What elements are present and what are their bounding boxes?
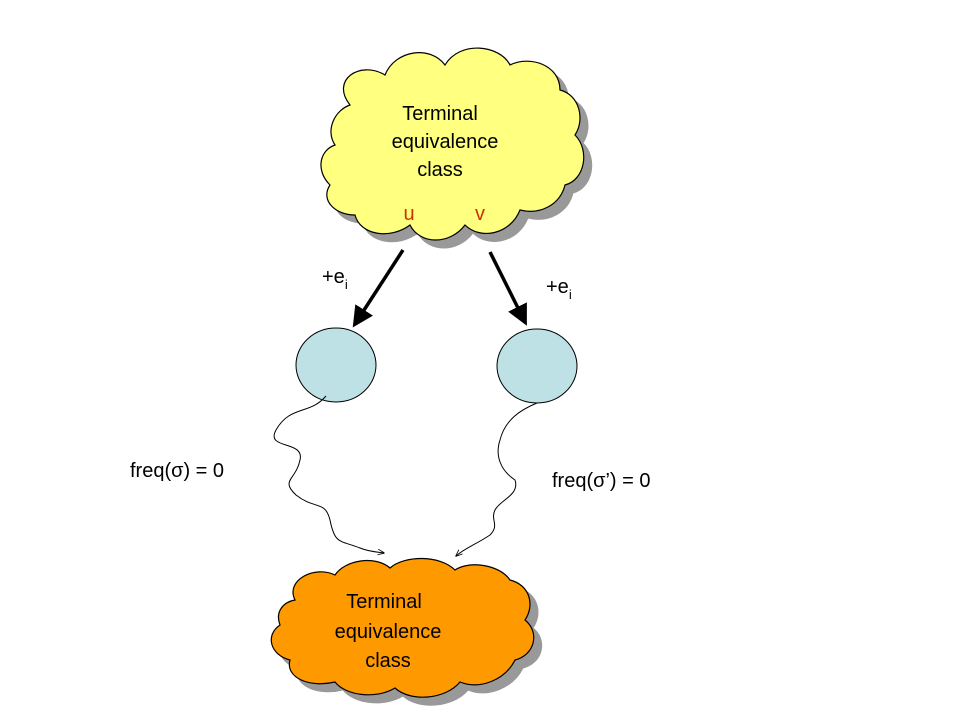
top-cloud-line-3: class	[417, 159, 463, 181]
node-v-label: v	[475, 203, 485, 225]
bottom-cloud: Terminal equivalence class	[270, 557, 543, 706]
top-cloud: Terminal equivalence class u v	[320, 47, 593, 249]
path-right-wavy	[456, 402, 538, 556]
bottom-cloud-line-2: equivalence	[335, 621, 442, 643]
edge-left-label: +ei	[322, 266, 348, 292]
edge-right-label: +ei	[546, 276, 572, 302]
path-left-wavy	[273, 395, 384, 553]
freq-left-label: freq(σ) = 0	[130, 460, 224, 482]
top-cloud-line-2: equivalence	[392, 131, 499, 153]
node-left	[295, 327, 377, 403]
freq-right-label: freq(σ’) = 0	[552, 470, 651, 492]
edge-left-arrow	[352, 249, 405, 328]
node-right	[496, 328, 578, 404]
edge-right-arrow	[488, 251, 527, 326]
top-cloud-line-1: Terminal	[402, 103, 478, 125]
node-u-label: u	[403, 203, 414, 225]
bottom-cloud-line-3: class	[365, 650, 411, 672]
bottom-cloud-line-1: Terminal	[346, 591, 422, 613]
